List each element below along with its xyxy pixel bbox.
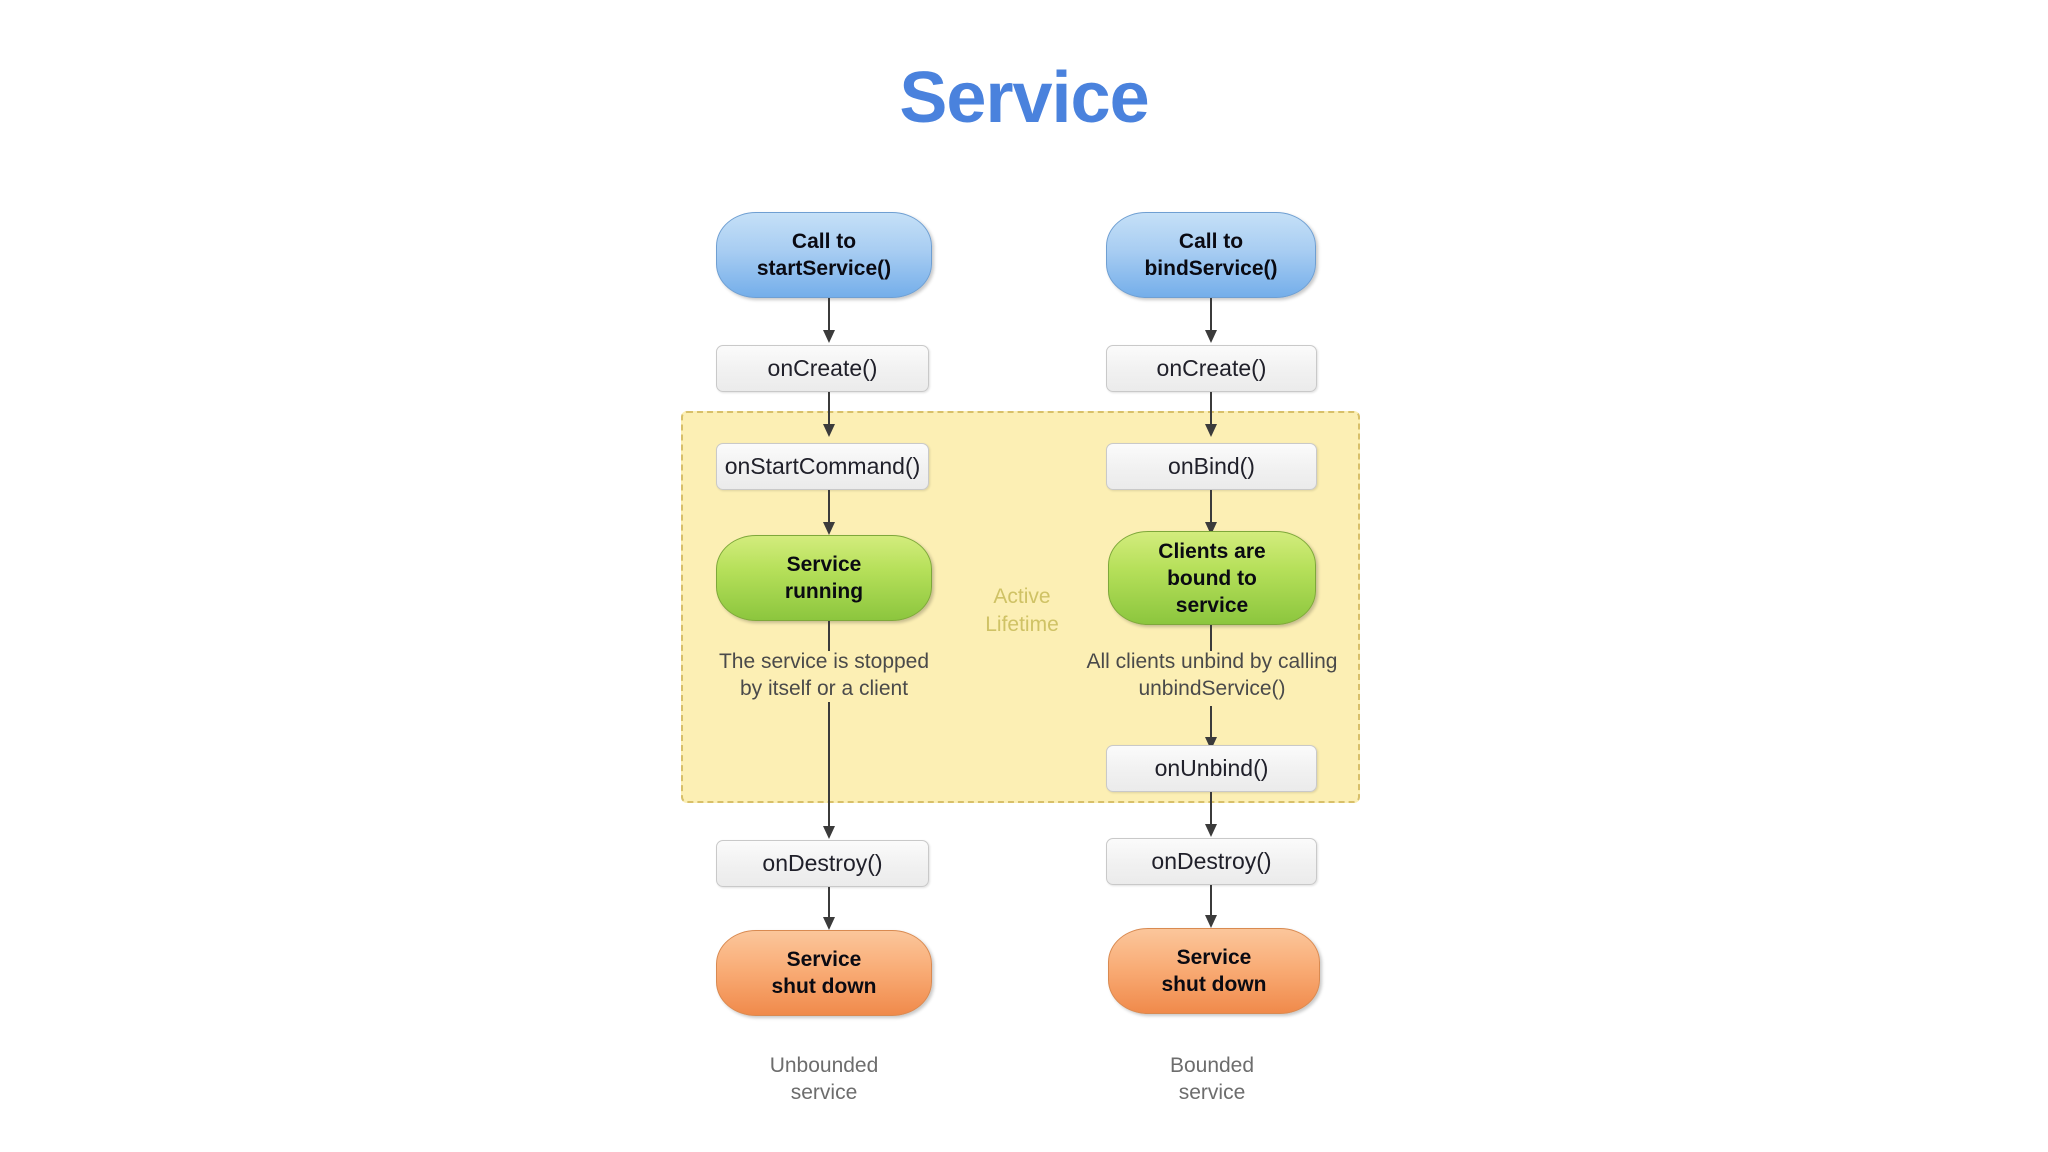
annotation-clients-unbind: All clients unbind by calling unbindServ… — [1072, 648, 1352, 702]
node-left-on-create[interactable]: onCreate() — [716, 345, 929, 392]
node-on-start-command[interactable]: onStartCommand() — [716, 443, 929, 490]
node-right-on-destroy-label: onDestroy() — [1151, 848, 1272, 874]
node-left-on-create-label: onCreate() — [767, 355, 878, 381]
active-lifetime-label-line1: Active — [993, 585, 1051, 608]
node-call-start-service[interactable]: Call to startService() — [716, 212, 932, 298]
node-call-bind-service-line2: bindService() — [1144, 257, 1278, 280]
node-service-running-line2: running — [784, 580, 864, 603]
node-service-running-line1: Service — [786, 553, 862, 576]
node-on-start-command-label: onStartCommand() — [724, 453, 921, 479]
node-right-on-destroy[interactable]: onDestroy() — [1106, 838, 1317, 885]
caption-bounded-service-line2: service — [1178, 1081, 1246, 1104]
connector-bind-to-oncreate — [1205, 298, 1217, 343]
connector-onbind-to-bound — [1205, 490, 1217, 535]
node-right-service-shut-down-line2: shut down — [1161, 973, 1267, 996]
connector-oncreate-to-onbind — [1205, 392, 1217, 437]
node-clients-bound-line2: bound to — [1167, 566, 1257, 590]
connector-annotation-to-ondestroy-left — [823, 702, 835, 839]
caption-unbounded-service-line2: service — [790, 1081, 858, 1104]
connector-start-to-oncreate — [823, 298, 835, 343]
page-title: Service — [899, 58, 1149, 138]
connector-ondestroy-to-shutdown-right — [1205, 885, 1217, 928]
node-clients-bound-line1: Clients are — [1158, 539, 1266, 563]
active-lifetime-label: Active Lifetime — [962, 583, 1082, 639]
node-left-on-destroy-label: onDestroy() — [762, 850, 883, 876]
caption-unbounded-service: Unbounded service — [702, 1052, 946, 1106]
connector-onunbind-to-ondestroy — [1205, 792, 1217, 837]
connector-ondestroy-to-shutdown-left — [823, 887, 835, 930]
node-on-bind-label: onBind() — [1168, 453, 1255, 479]
node-call-start-service-line2: startService() — [756, 257, 892, 280]
node-call-start-service-line1: Call to — [791, 230, 857, 253]
caption-bounded-service-line1: Bounded — [1169, 1054, 1255, 1077]
node-call-bind-service-line1: Call to — [1178, 230, 1244, 253]
node-left-service-shut-down[interactable]: Service shut down — [716, 930, 932, 1016]
node-left-on-destroy[interactable]: onDestroy() — [716, 840, 929, 887]
annotation-service-stopped-line2: by itself or a client — [739, 677, 909, 700]
node-left-service-shut-down-line2: shut down — [771, 975, 877, 998]
node-right-service-shut-down[interactable]: Service shut down — [1108, 928, 1320, 1014]
caption-bounded-service: Bounded service — [1072, 1052, 1352, 1106]
connector-oncreate-to-onstartcommand — [823, 392, 835, 437]
node-right-service-shut-down-line1: Service — [1176, 946, 1252, 969]
node-on-unbind-label: onUnbind() — [1154, 755, 1269, 781]
node-on-unbind[interactable]: onUnbind() — [1106, 745, 1317, 792]
node-on-bind[interactable]: onBind() — [1106, 443, 1317, 490]
annotation-clients-unbind-line2: unbindService() — [1138, 677, 1286, 700]
node-call-bind-service[interactable]: Call to bindService() — [1106, 212, 1316, 298]
node-right-on-create-label: onCreate() — [1156, 355, 1267, 381]
annotation-service-stopped-line1: The service is stopped — [718, 650, 930, 673]
connector-running-to-annotation — [828, 621, 830, 651]
connector-bound-to-annotation — [1210, 625, 1212, 651]
annotation-service-stopped: The service is stopped by itself or a cl… — [702, 648, 946, 702]
annotation-clients-unbind-line1: All clients unbind by calling — [1086, 650, 1338, 673]
node-right-on-create[interactable]: onCreate() — [1106, 345, 1317, 392]
connector-annotation-to-onunbind — [1205, 706, 1217, 750]
caption-unbounded-service-line1: Unbounded — [769, 1054, 879, 1077]
node-left-service-shut-down-line1: Service — [786, 948, 862, 971]
node-clients-bound[interactable]: Clients are bound to service — [1108, 531, 1316, 625]
active-lifetime-label-line2: Lifetime — [985, 613, 1059, 636]
connector-onstartcommand-to-running — [823, 490, 835, 535]
node-service-running[interactable]: Service running — [716, 535, 932, 621]
node-clients-bound-line3: service — [1175, 593, 1249, 617]
